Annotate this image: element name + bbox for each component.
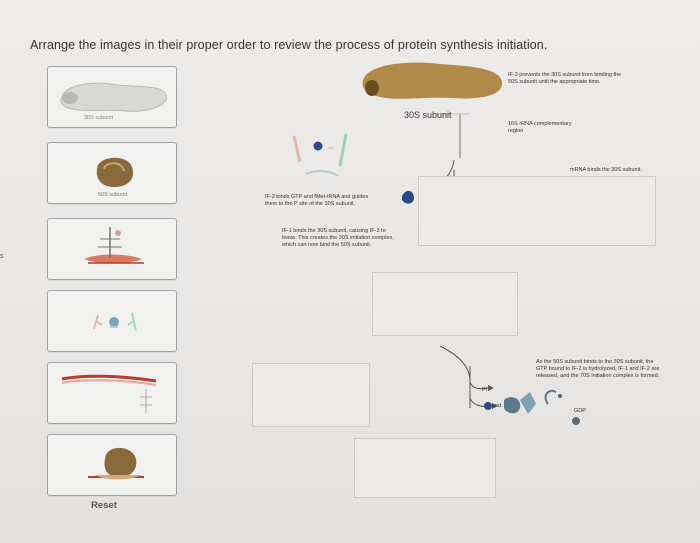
mrna-strand-image: [61, 374, 157, 413]
if2-released-icon: [504, 397, 521, 414]
label-pi: Pi: [482, 387, 487, 393]
gdp-dot-icon: [572, 417, 580, 425]
image-card-mrna-30s[interactable]: [47, 218, 177, 280]
reaction-arrow-2: [439, 345, 493, 408]
if3-bound-shape: [365, 80, 379, 96]
label-final: As the 50S subunit binds to the 30S subu…: [536, 359, 660, 379]
image-card-50s-subunit[interactable]: 50S subunit: [47, 142, 177, 204]
image-card-30s-subunit[interactable]: 30S subunit: [47, 66, 177, 128]
drop-target-2[interactable]: [372, 272, 518, 336]
label-and: and: [492, 403, 502, 409]
if-factor-circle: [313, 141, 323, 151]
drop-target-1[interactable]: [418, 176, 656, 246]
label-gdp: GDP: [574, 408, 586, 414]
drop-target-4[interactable]: [354, 438, 496, 498]
drop-target-3[interactable]: [252, 363, 370, 427]
card-caption-30s: 30S subunit: [84, 115, 114, 121]
gdp-curve-icon: [544, 390, 557, 405]
30s-subunit-shape: [362, 62, 503, 99]
label-mrna-binds: mRNA binds the 30S subunit.: [570, 167, 642, 173]
reset-button[interactable]: Reset: [91, 500, 117, 511]
label-16s-rrna: 16S rRNA complementary region: [508, 121, 572, 134]
card-caption-50s: 50S subunit: [98, 192, 128, 198]
initiation-factors-image: [93, 312, 137, 332]
image-card-mrna-strand[interactable]: [47, 362, 177, 424]
image-card-initiation-factors[interactable]: [47, 290, 177, 352]
50s-subunit-image: [96, 157, 134, 187]
trna-released-icon: [520, 392, 536, 414]
edge-fragment-text: s: [0, 253, 4, 260]
label-if1: IF-1 binds the 30S subunit, causing IF-3…: [282, 228, 394, 248]
70s-complex-image: [88, 447, 144, 480]
label-if2: IF-2 binds GTP and fMet-tRNA and guides …: [265, 194, 369, 207]
mrna-binding-image: [84, 227, 144, 264]
label-if3: IF-3 prevents the 30S subunit from bindi…: [508, 72, 622, 85]
instructions-title: Arrange the images in their proper order…: [30, 38, 548, 52]
image-card-70s-complex[interactable]: [47, 434, 177, 496]
30s-subunit-image: [60, 82, 167, 112]
if1-released-icon: [484, 402, 492, 410]
if2-shape: [402, 190, 414, 204]
label-30s-subunit: 30S subunit: [404, 110, 452, 120]
